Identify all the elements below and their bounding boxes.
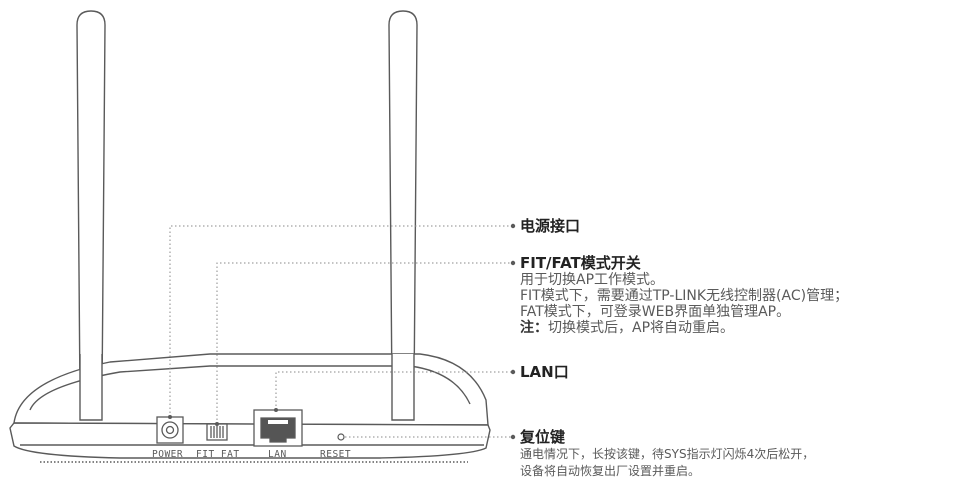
- right-antenna-base: [391, 354, 415, 421]
- port-label-power: POWER: [152, 449, 183, 460]
- callout-reset-title: 复位键: [520, 428, 566, 446]
- callout-reset-line-2: 设备将自动恢复出厂设置并重启。: [520, 464, 701, 478]
- callout-fit-fat-note: 注：切换模式后，AP将自动重启。: [520, 320, 848, 336]
- port-label-fit-fat: FIT FAT: [196, 449, 240, 460]
- callout-lan-title: LAN口: [520, 363, 569, 381]
- leader-lines: [169, 225, 513, 438]
- reset-pinhole: [337, 433, 345, 441]
- callout-reset-line-1: 通电情况下，长按该键，待SYS指示灯闪烁4次后松开，: [520, 447, 815, 461]
- fit-fat-switch: [206, 423, 228, 441]
- left-antenna: [76, 10, 106, 396]
- callout-lan: LAN口: [520, 363, 569, 381]
- callout-fit-fat-line-1: 用于切换AP工作模式。: [520, 272, 665, 288]
- callout-power-title: 电源接口: [520, 217, 581, 235]
- callout-fit-fat: FIT/FAT模式开关 用于切换AP工作模式。 FIT模式下，需要通过TP-LI…: [520, 254, 848, 336]
- callout-fit-fat-line-2: FIT模式下，需要通过TP-LINK无线控制器(AC)管理；: [520, 288, 849, 304]
- note-text: 切换模式后，AP将自动重启。: [548, 320, 735, 336]
- power-jack: [156, 416, 184, 444]
- callout-reset: 复位键 通电情况下，长按该键，待SYS指示灯闪烁4次后松开， 设备将自动恢复出厂…: [520, 428, 814, 480]
- callout-fit-fat-line-3: FAT模式下，可登录WEB界面单独管理AP。: [520, 304, 791, 320]
- left-antenna-base: [79, 354, 103, 421]
- note-label: 注：: [520, 320, 548, 336]
- lan-port: [253, 409, 303, 447]
- right-antenna: [388, 10, 418, 396]
- leader-line-lan: [275, 371, 513, 410]
- callout-power: 电源接口: [520, 217, 580, 235]
- port-label-lan: LAN: [268, 449, 287, 460]
- router-body: [9, 353, 491, 463]
- leader-dots: [168, 223, 516, 440]
- leader-line-fit-fat: [216, 262, 513, 424]
- port-label-reset: RESET: [320, 449, 351, 460]
- callout-fit-fat-title: FIT/FAT模式开关: [520, 254, 641, 272]
